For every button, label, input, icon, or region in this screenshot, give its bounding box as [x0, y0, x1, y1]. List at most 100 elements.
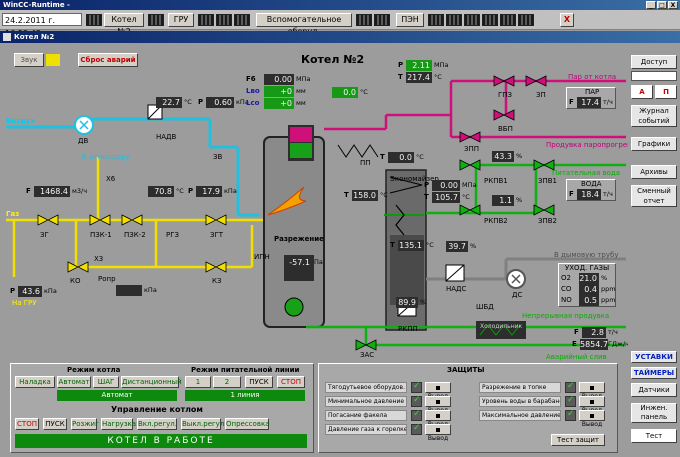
a-button[interactable]: А — [631, 85, 653, 99]
protection-test-button[interactable]: Тест защит — [551, 434, 605, 446]
gas-out-letter: T — [390, 241, 395, 249]
nav-boiler-button[interactable]: Котел №2 — [104, 13, 144, 36]
protection-out-button[interactable]: Вывод — [425, 424, 451, 442]
control-stop-button[interactable]: СТОП — [15, 418, 39, 430]
sensors-button[interactable]: Датчики — [631, 383, 677, 397]
mode-setup-button[interactable]: Наладка — [15, 376, 55, 388]
control-start-button[interactable]: ПУСК — [43, 418, 67, 430]
protection-out-button[interactable]: Вывод — [579, 396, 605, 414]
protection-out-button[interactable]: Вывод — [579, 382, 605, 400]
purge-flow-letter: F — [574, 328, 579, 336]
control-reg-off-button[interactable]: Выкл.регул. — [181, 418, 227, 430]
valve-icons — [37, 214, 227, 273]
nav-aux-button[interactable]: Вспомогательное оборуд. — [256, 13, 352, 36]
dot-icon — [435, 413, 440, 418]
control-reg-on-button[interactable]: Вкл.регул. — [137, 418, 177, 430]
p-button[interactable]: П — [655, 85, 677, 99]
check-icon — [411, 423, 422, 435]
nav-gru-button[interactable]: ГРУ — [168, 13, 194, 27]
nav-pen-button[interactable]: ПЭН — [396, 13, 424, 27]
shift-report-button[interactable]: Сменный отчет — [631, 185, 677, 207]
indicator-icon — [482, 14, 498, 26]
page-title: Котел №2 — [301, 53, 365, 66]
econ-p-unit: МПа — [462, 181, 477, 189]
toolbar-close-button[interactable]: X — [560, 13, 574, 27]
top-toolbar: 24.2.2011 г. 16:53:43 Котел №2 ГРУ Вспом… — [0, 10, 680, 38]
dv-label: ДВ — [78, 137, 89, 145]
settings-button[interactable]: УСТАВКИ — [631, 351, 677, 363]
water-box: ВОДА F 18.4 т/ч — [566, 179, 616, 201]
sound-button[interactable]: Звук — [14, 53, 44, 67]
pp-label: ПП — [360, 159, 371, 167]
steam-p-value: 2.11 — [406, 60, 432, 71]
window-icon — [3, 33, 11, 41]
events-log-button[interactable]: Журнал событий — [631, 105, 677, 127]
feed-start-button[interactable]: ПУСК — [245, 376, 273, 388]
graphs-button[interactable]: Графики — [631, 137, 677, 151]
protection-row: Максимальное давление пара Вывод — [479, 409, 619, 428]
air-temp-value: 22.7 — [156, 97, 182, 108]
maximize-button[interactable]: □ — [657, 1, 667, 9]
indicator-icon — [148, 14, 164, 26]
econ-in-temp-unit: °C — [380, 191, 388, 199]
close-button[interactable]: X — [668, 1, 678, 9]
protection-out-button[interactable]: Вывод — [425, 396, 451, 414]
zp-label: ЗП — [536, 91, 546, 99]
shbd-label: ШБД — [476, 303, 494, 311]
mode-step-button[interactable]: ШАГ — [93, 376, 119, 388]
access-field[interactable] — [631, 71, 677, 81]
protection-out-button[interactable]: Вывод — [425, 410, 451, 428]
dot-icon — [435, 385, 440, 390]
pp-temp-letter: T — [380, 153, 385, 161]
control-load-button[interactable]: Нагрузка — [101, 418, 137, 430]
no-unit: ppm — [601, 296, 616, 304]
gas-temp-unit: °C — [176, 187, 184, 195]
gru-pressure-value: 43.6 — [18, 286, 42, 297]
mimic-panel: Звук Сброс аварий Котел №2 Воздух ДВ 22.… — [6, 45, 634, 455]
ko-label: КО — [70, 277, 81, 285]
test-button[interactable]: Тест — [631, 429, 677, 443]
f6-letter: F6 — [246, 75, 256, 83]
water-valves — [355, 159, 555, 351]
protection-label: Максимальное давление пара — [479, 410, 561, 421]
cooler — [476, 321, 526, 339]
protection-out-button[interactable]: Вывод — [579, 410, 605, 428]
mode-remote-button[interactable]: Дистанционный — [121, 376, 182, 388]
minimize-button[interactable]: _ — [646, 1, 656, 9]
mode-auto-button[interactable]: Автомат — [57, 376, 91, 388]
feed-pos2-unit: % — [516, 196, 523, 204]
econ-p-value: 0.00 — [432, 180, 460, 191]
indicator-icon — [86, 14, 102, 26]
steam-flow-letter: F — [569, 98, 574, 106]
energy-unit: ГДж/ч — [608, 340, 629, 348]
co-value: 0.4 — [579, 284, 599, 295]
access-button[interactable]: Доступ — [631, 55, 677, 69]
gru-pressure-unit: кПа — [44, 287, 57, 295]
furnace-body — [263, 125, 325, 328]
feed-stop-button[interactable]: СТОП — [277, 376, 305, 388]
f6-unit: МПа — [296, 75, 311, 83]
gpz-label: ГПЗ — [498, 91, 513, 99]
air-pressure-letter: P — [198, 98, 204, 106]
protection-out-button[interactable]: Вывод — [425, 382, 451, 400]
x3-label: Х3 — [94, 255, 104, 263]
reset-alarms-button[interactable]: Сброс аварий — [78, 53, 138, 67]
econ-out-temp-value: 105.7 — [432, 192, 460, 203]
line1-button[interactable]: 1 линия — [185, 376, 211, 396]
timers-button[interactable]: ТАЙМЕРЫ — [631, 367, 677, 379]
archives-button[interactable]: Архивы — [631, 165, 677, 179]
gas-label: Газ — [6, 210, 20, 218]
eng-panel-button[interactable]: Инжен. панель — [631, 403, 677, 423]
line2-button[interactable]: 2 линия — [213, 376, 241, 396]
dot-icon — [589, 413, 594, 418]
to-atmosphere-label: В атмосферу — [82, 153, 130, 161]
rkpp-pos-unit: % — [420, 298, 427, 306]
protection-label: Минимальное давление воздуха — [325, 396, 407, 407]
zas-label: ЗАС — [360, 351, 375, 359]
zpp-label: ЗПП — [464, 145, 480, 153]
purge-flow-value: 2.8 — [582, 327, 606, 338]
nadc-pos-value: 39.7 — [446, 241, 468, 252]
pp-temp-value: 0.0 — [388, 152, 414, 163]
control-press-button[interactable]: Опрессовка — [225, 418, 270, 430]
control-ignition-button[interactable]: Розжиг — [71, 418, 99, 430]
